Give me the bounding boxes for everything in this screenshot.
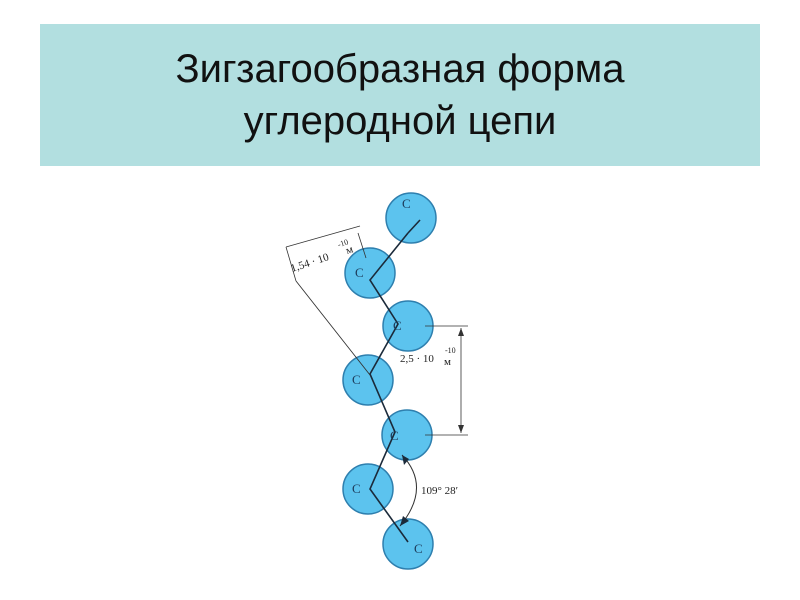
atom-label-3: C [393, 318, 402, 333]
slide-title-line-2: углеродной цепи [243, 99, 557, 143]
atom-label-2: C [355, 265, 364, 280]
carbon-atom-2 [344, 247, 396, 299]
bond-length-unit: м [344, 243, 354, 257]
period-length-label: 2,5 · 10 [400, 353, 434, 365]
carbon-atom-1 [385, 192, 437, 244]
atom-label-1: C [402, 196, 411, 211]
bond-length-dimension: 1,54 · 10 -10 м [285, 225, 371, 376]
bond-length-exponent: -10 [337, 237, 350, 249]
atom-label-5: C [390, 428, 399, 443]
slide-title-line-1: Зигзагообразная форма [175, 47, 625, 91]
carbon-chain-bonds [369, 232, 409, 543]
atom-label-7: C [414, 541, 423, 556]
title-banner: Зигзагообразная форма углеродной цепи [40, 24, 760, 166]
atom-labels: C C C C C C C [352, 196, 423, 556]
atom-label-6: C [352, 481, 361, 496]
carbon-atom-7 [382, 518, 434, 570]
period-length-dimension: 2,5 · 10 -10 м [400, 325, 468, 436]
top-bond-stub [407, 219, 421, 234]
bond-length-label: 1,54 · 10 [289, 251, 331, 275]
period-length-exponent: -10 [445, 346, 456, 355]
carbon-atoms [342, 192, 437, 570]
carbon-atom-6 [342, 463, 394, 515]
period-length-unit: м [444, 356, 451, 368]
bond-angle-label: 109° 28′ [421, 485, 458, 497]
carbon-atom-4 [342, 354, 394, 406]
atom-label-4: C [352, 372, 361, 387]
bond-angle-indicator: 109° 28′ [399, 454, 458, 527]
